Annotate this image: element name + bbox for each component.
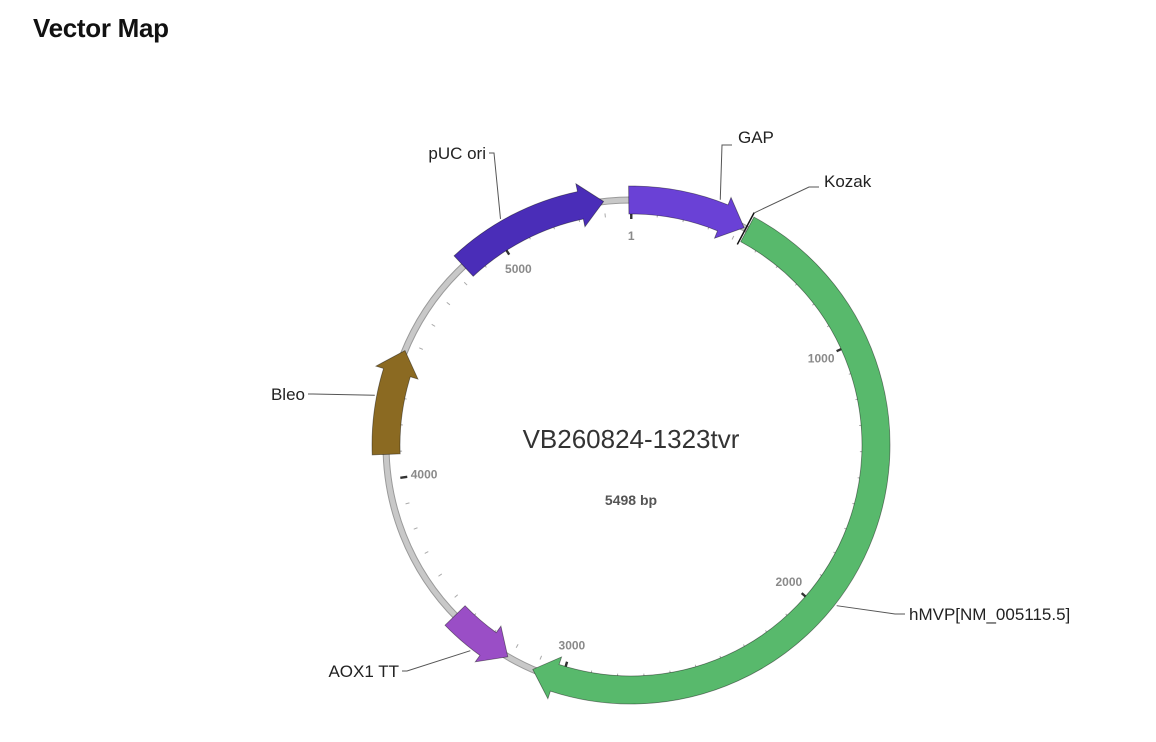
minor-tick (515, 644, 519, 648)
puc-ori-leader-line (489, 152, 501, 220)
kozak-label[interactable]: Kozak (824, 172, 872, 191)
minor-tick (731, 235, 735, 240)
page-title: Vector Map (33, 13, 169, 43)
tick-label: 3000 (559, 638, 586, 652)
gap-feature[interactable] (628, 185, 745, 239)
minor-tick (405, 502, 410, 505)
tick-label: 5000 (505, 262, 532, 276)
tick-label: 2000 (775, 575, 802, 589)
plasmid-name: VB260824-1323tvr (523, 424, 740, 454)
hmvp-label[interactable]: hMVP[NM_005115.5] (909, 605, 1070, 624)
hmvp-feature[interactable] (532, 216, 891, 705)
minor-tick (539, 655, 543, 660)
puc-ori-feature[interactable] (453, 182, 605, 277)
minor-tick (413, 527, 418, 530)
hmvp-leader-line (836, 605, 905, 615)
major-tick (400, 475, 408, 479)
plasmid-size: 5498 bp (605, 492, 657, 508)
tick-label-start: 1 (628, 229, 635, 243)
minor-tick (463, 281, 468, 286)
tick-label: 4000 (411, 467, 438, 481)
minor-tick (446, 301, 451, 306)
puc-ori-label[interactable]: pUC ori (428, 144, 486, 163)
minor-tick (419, 347, 424, 350)
bleo-feature[interactable] (371, 349, 419, 456)
gap-leader-line (719, 144, 732, 200)
bleo-label[interactable]: Bleo (271, 385, 305, 404)
kozak-marker (736, 212, 755, 245)
aox1-tt-feature[interactable] (444, 605, 509, 663)
aox1-tt-leader-line (402, 650, 471, 672)
gap-label[interactable]: GAP (738, 128, 774, 147)
kozak-leader-line (754, 186, 819, 214)
bleo-leader-line (308, 393, 375, 396)
aox1-tt-label[interactable]: AOX1 TT (328, 662, 399, 681)
minor-tick (431, 323, 436, 327)
minor-tick (438, 573, 443, 577)
minor-tick (454, 594, 459, 598)
tick-label: 1000 (808, 351, 835, 365)
minor-tick (424, 551, 429, 554)
